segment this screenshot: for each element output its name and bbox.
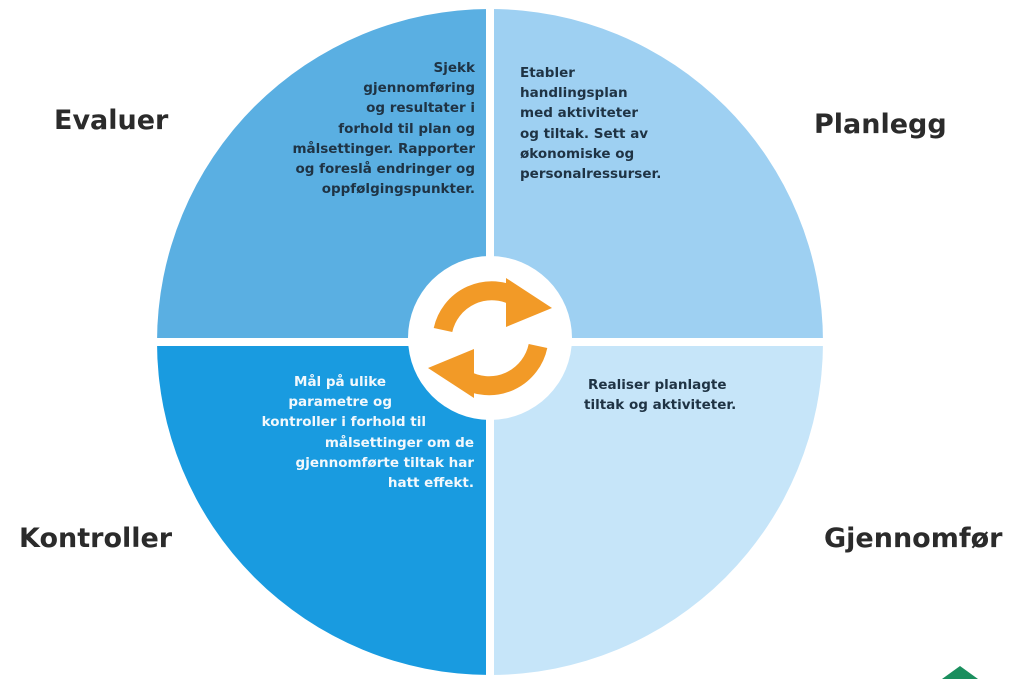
text-line: hatt effekt. bbox=[387, 475, 474, 492]
corner-leaf-icon bbox=[942, 666, 978, 679]
text-line: Sjekk bbox=[433, 60, 475, 76]
text-line: med aktiviteter bbox=[520, 105, 639, 122]
text-line: Realiser planlagte bbox=[588, 377, 727, 393]
quadrant-text-planlegg: Etabler handlingsplan med aktiviteter og… bbox=[520, 63, 661, 184]
quadrant-planlegg bbox=[490, 9, 823, 342]
text-line: gjennomførte tiltak har bbox=[295, 454, 474, 471]
quadrant-gjennomfor bbox=[490, 342, 823, 675]
quadrant-kontroller bbox=[157, 342, 490, 675]
label-gjennomfor: Gjennomfør bbox=[824, 523, 1003, 554]
text-line: Etabler bbox=[520, 65, 575, 81]
refresh-cycle-icon bbox=[428, 278, 552, 398]
text-line: og foreslå endringer og bbox=[295, 161, 475, 178]
text-line: handlingsplan bbox=[520, 85, 628, 102]
quadrant-text-kontroller: Mål på ulike parametre og kontroller i f… bbox=[262, 372, 474, 493]
text-line: oppfølgingspunkter. bbox=[321, 181, 475, 198]
quadrant-evaluer bbox=[157, 9, 490, 342]
text-line: økonomiske og bbox=[520, 145, 635, 162]
text-line: tiltak og aktiviteter. bbox=[584, 397, 737, 414]
text-line: gjennomføring bbox=[363, 80, 475, 97]
label-kontroller: Kontroller bbox=[19, 523, 173, 554]
text-line: kontroller i forhold til bbox=[261, 414, 426, 431]
text-line: personalressurser. bbox=[520, 166, 662, 183]
text-line: parametre og bbox=[288, 394, 392, 411]
text-line: målsettinger. Rapporter bbox=[292, 140, 475, 157]
text-line: Mål på ulike bbox=[294, 374, 386, 390]
quadrant-text-gjennomfor: Realiser planlagte tiltak og aktiviteter… bbox=[584, 375, 736, 415]
quadrant-text-evaluer: Sjekk gjennomføring og resultater i forh… bbox=[292, 58, 475, 199]
text-line: og resultater i bbox=[366, 100, 475, 117]
label-planlegg: Planlegg bbox=[814, 109, 947, 140]
text-line: forhold til plan og bbox=[338, 120, 475, 137]
text-line: og tiltak. Sett av bbox=[520, 125, 649, 142]
label-evaluer: Evaluer bbox=[54, 105, 169, 136]
text-line: målsettinger om de bbox=[324, 434, 474, 451]
